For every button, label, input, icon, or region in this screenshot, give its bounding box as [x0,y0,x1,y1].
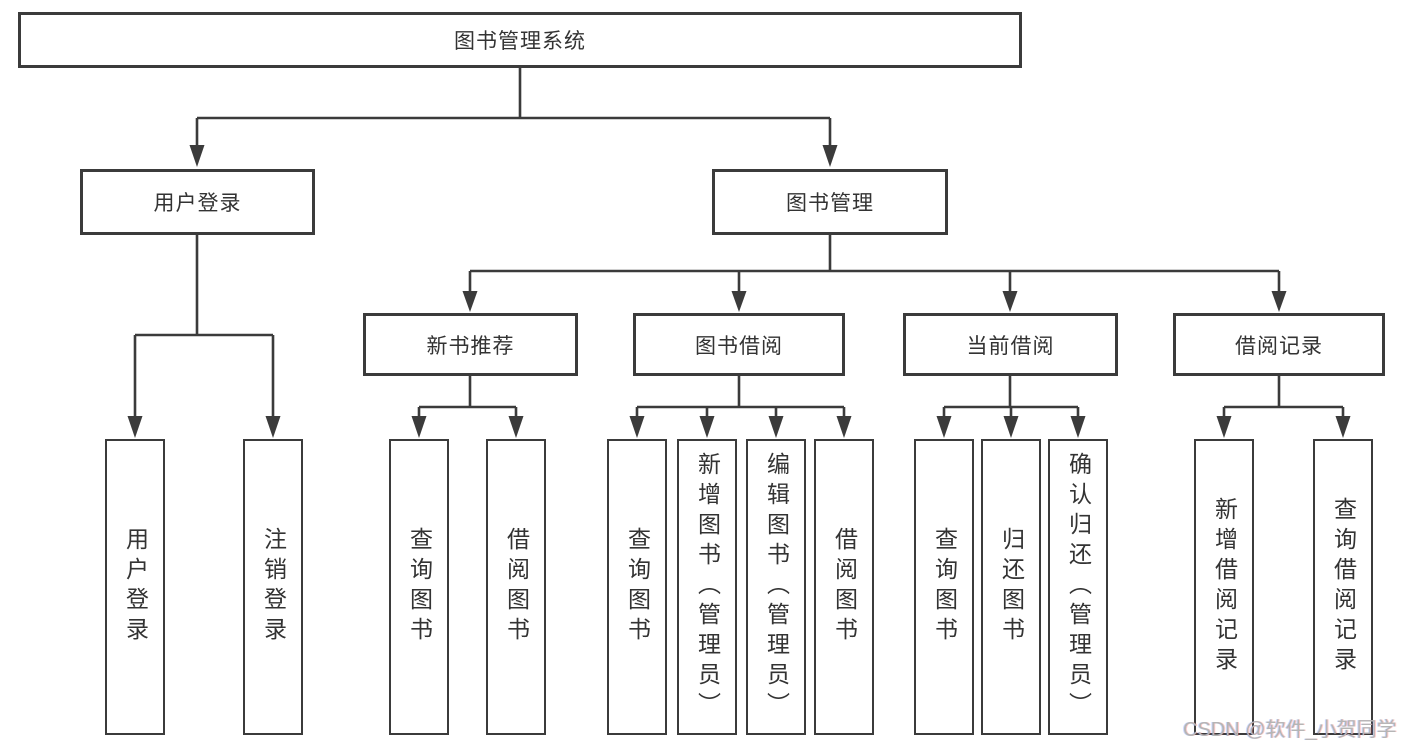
node-borrow-records-label: 借阅记录 [1235,334,1323,358]
node-current-borrowing-label: 当前借阅 [966,334,1055,358]
leaf-query-books-1-label: 查询图书 [406,527,433,647]
node-new-book-recommend-label: 新书推荐 [426,334,515,358]
leaf-query-books-3-label: 查询图书 [931,527,958,647]
leaf-logout-login: 注销登录 [243,439,303,735]
leaf-query-books-3: 查询图书 [914,439,974,735]
leaf-borrow-books-1: 借阅图书 [486,439,546,735]
node-current-borrowing: 当前借阅 [903,313,1118,376]
node-user-login: 用户登录 [80,169,315,235]
node-book-borrowing: 图书借阅 [633,313,845,376]
leaf-borrow-books-1-label: 借阅图书 [503,527,530,647]
leaf-confirm-return-admin: 确认归还（管理员） [1048,439,1108,735]
leaf-add-borrow-record: 新增借阅记录 [1194,439,1254,735]
node-root-label: 图书管理系统 [454,30,586,53]
leaf-user-login: 用户登录 [105,439,165,735]
leaf-logout-login-label: 注销登录 [260,527,287,647]
leaf-return-book: 归还图书 [981,439,1041,735]
leaf-edit-book-admin: 编辑图书（管理员） [746,439,806,735]
leaf-query-borrow-record-label: 查询借阅记录 [1330,497,1357,677]
leaf-borrow-books-2-label: 借阅图书 [831,527,858,647]
node-borrow-records: 借阅记录 [1173,313,1385,376]
node-book-borrowing-label: 图书借阅 [695,334,783,358]
leaf-add-book-admin: 新增图书（管理员） [677,439,737,735]
leaf-query-books-2: 查询图书 [607,439,667,735]
leaf-query-books-2-label: 查询图书 [624,527,651,647]
node-root: 图书管理系统 [18,12,1022,68]
leaf-borrow-books-2: 借阅图书 [814,439,874,735]
node-user-login-label: 用户登录 [153,192,242,215]
leaf-query-books-1: 查询图书 [389,439,449,735]
node-book-management: 图书管理 [712,169,948,235]
csdn-watermark: CSDN @软件_小贺同学 [1183,719,1397,741]
node-book-management-label: 图书管理 [786,192,874,215]
leaf-edit-book-admin-label: 编辑图书（管理员） [763,452,790,722]
leaf-add-borrow-record-label: 新增借阅记录 [1211,497,1238,677]
leaf-confirm-return-admin-label: 确认归还（管理员） [1065,452,1092,722]
leaf-user-login-label: 用户登录 [122,527,149,647]
leaf-return-book-label: 归还图书 [998,527,1025,647]
leaf-add-book-admin-label: 新增图书（管理员） [694,452,721,722]
node-new-book-recommend: 新书推荐 [363,313,578,376]
leaf-query-borrow-record: 查询借阅记录 [1313,439,1373,735]
